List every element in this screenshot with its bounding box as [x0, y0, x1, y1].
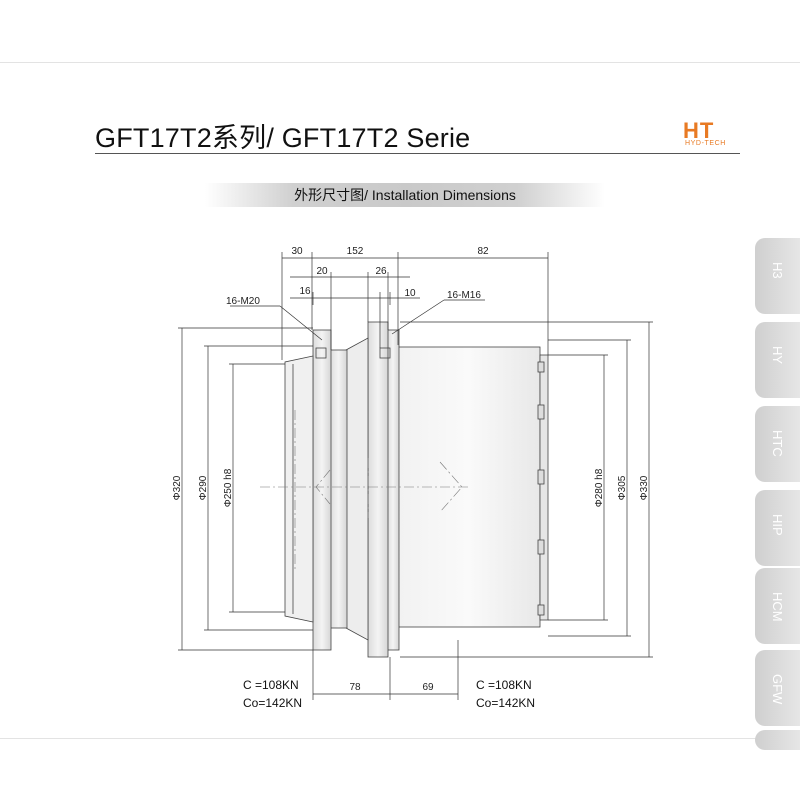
bearing-left-c: C =108KN: [243, 678, 299, 692]
thread-left-label: 16-M20: [226, 296, 260, 307]
dim-phi250: Φ250 h8: [223, 468, 234, 507]
dim-10: 10: [404, 288, 416, 299]
dim-phi280: Φ280 h8: [594, 468, 605, 507]
top-frame-line: [0, 62, 800, 63]
logo-mark: HT: [683, 118, 715, 143]
tab-gfw[interactable]: GFW: [755, 650, 800, 726]
top-dim-lines: [230, 252, 549, 360]
section-header-bar: [205, 183, 605, 207]
section-title: 外形尺寸图/ Installation Dimensions: [294, 187, 516, 203]
tab-hip[interactable]: HIP: [755, 490, 800, 566]
bottom-dim-lines: [312, 640, 459, 700]
dim-phi290: Φ290: [198, 475, 209, 500]
logo-subtitle: HYD-TECH: [685, 140, 726, 147]
dim-phi320: Φ320: [172, 475, 183, 500]
bottom-frame-line: [0, 738, 800, 739]
page-title: GFT17T2系列/ GFT17T2 Serie: [95, 123, 471, 153]
center-lines: [260, 410, 470, 570]
gearbox-outline: [284, 321, 549, 658]
tab-hy[interactable]: HY: [755, 322, 800, 398]
brand-logo: HT HYD-TECH: [683, 118, 743, 154]
dim-30: 30: [291, 246, 303, 257]
thread-right-label: 16-M16: [447, 290, 481, 301]
tab-h3[interactable]: H3: [755, 238, 800, 314]
bearing-right-co: Co=142KN: [476, 696, 536, 710]
tab-htc[interactable]: HTC: [755, 406, 800, 482]
dim-phi305: Φ305: [617, 475, 628, 500]
diameter-dim-lines: [178, 321, 653, 658]
dim-26: 26: [375, 266, 387, 277]
dim-phi330: Φ330: [639, 475, 650, 500]
tab-hcm[interactable]: HCM: [755, 568, 800, 644]
dim-69: 69: [422, 682, 434, 693]
title-underline: [95, 153, 740, 154]
tab-partial[interactable]: [755, 730, 800, 750]
bearing-right-c: C =108KN: [476, 678, 532, 692]
dim-16: 16: [299, 286, 311, 297]
dim-82: 82: [477, 246, 489, 257]
dim-78: 78: [349, 682, 361, 693]
bearing-left-co: Co=142KN: [243, 696, 303, 710]
dim-20: 20: [316, 266, 328, 277]
dim-152: 152: [347, 246, 364, 257]
